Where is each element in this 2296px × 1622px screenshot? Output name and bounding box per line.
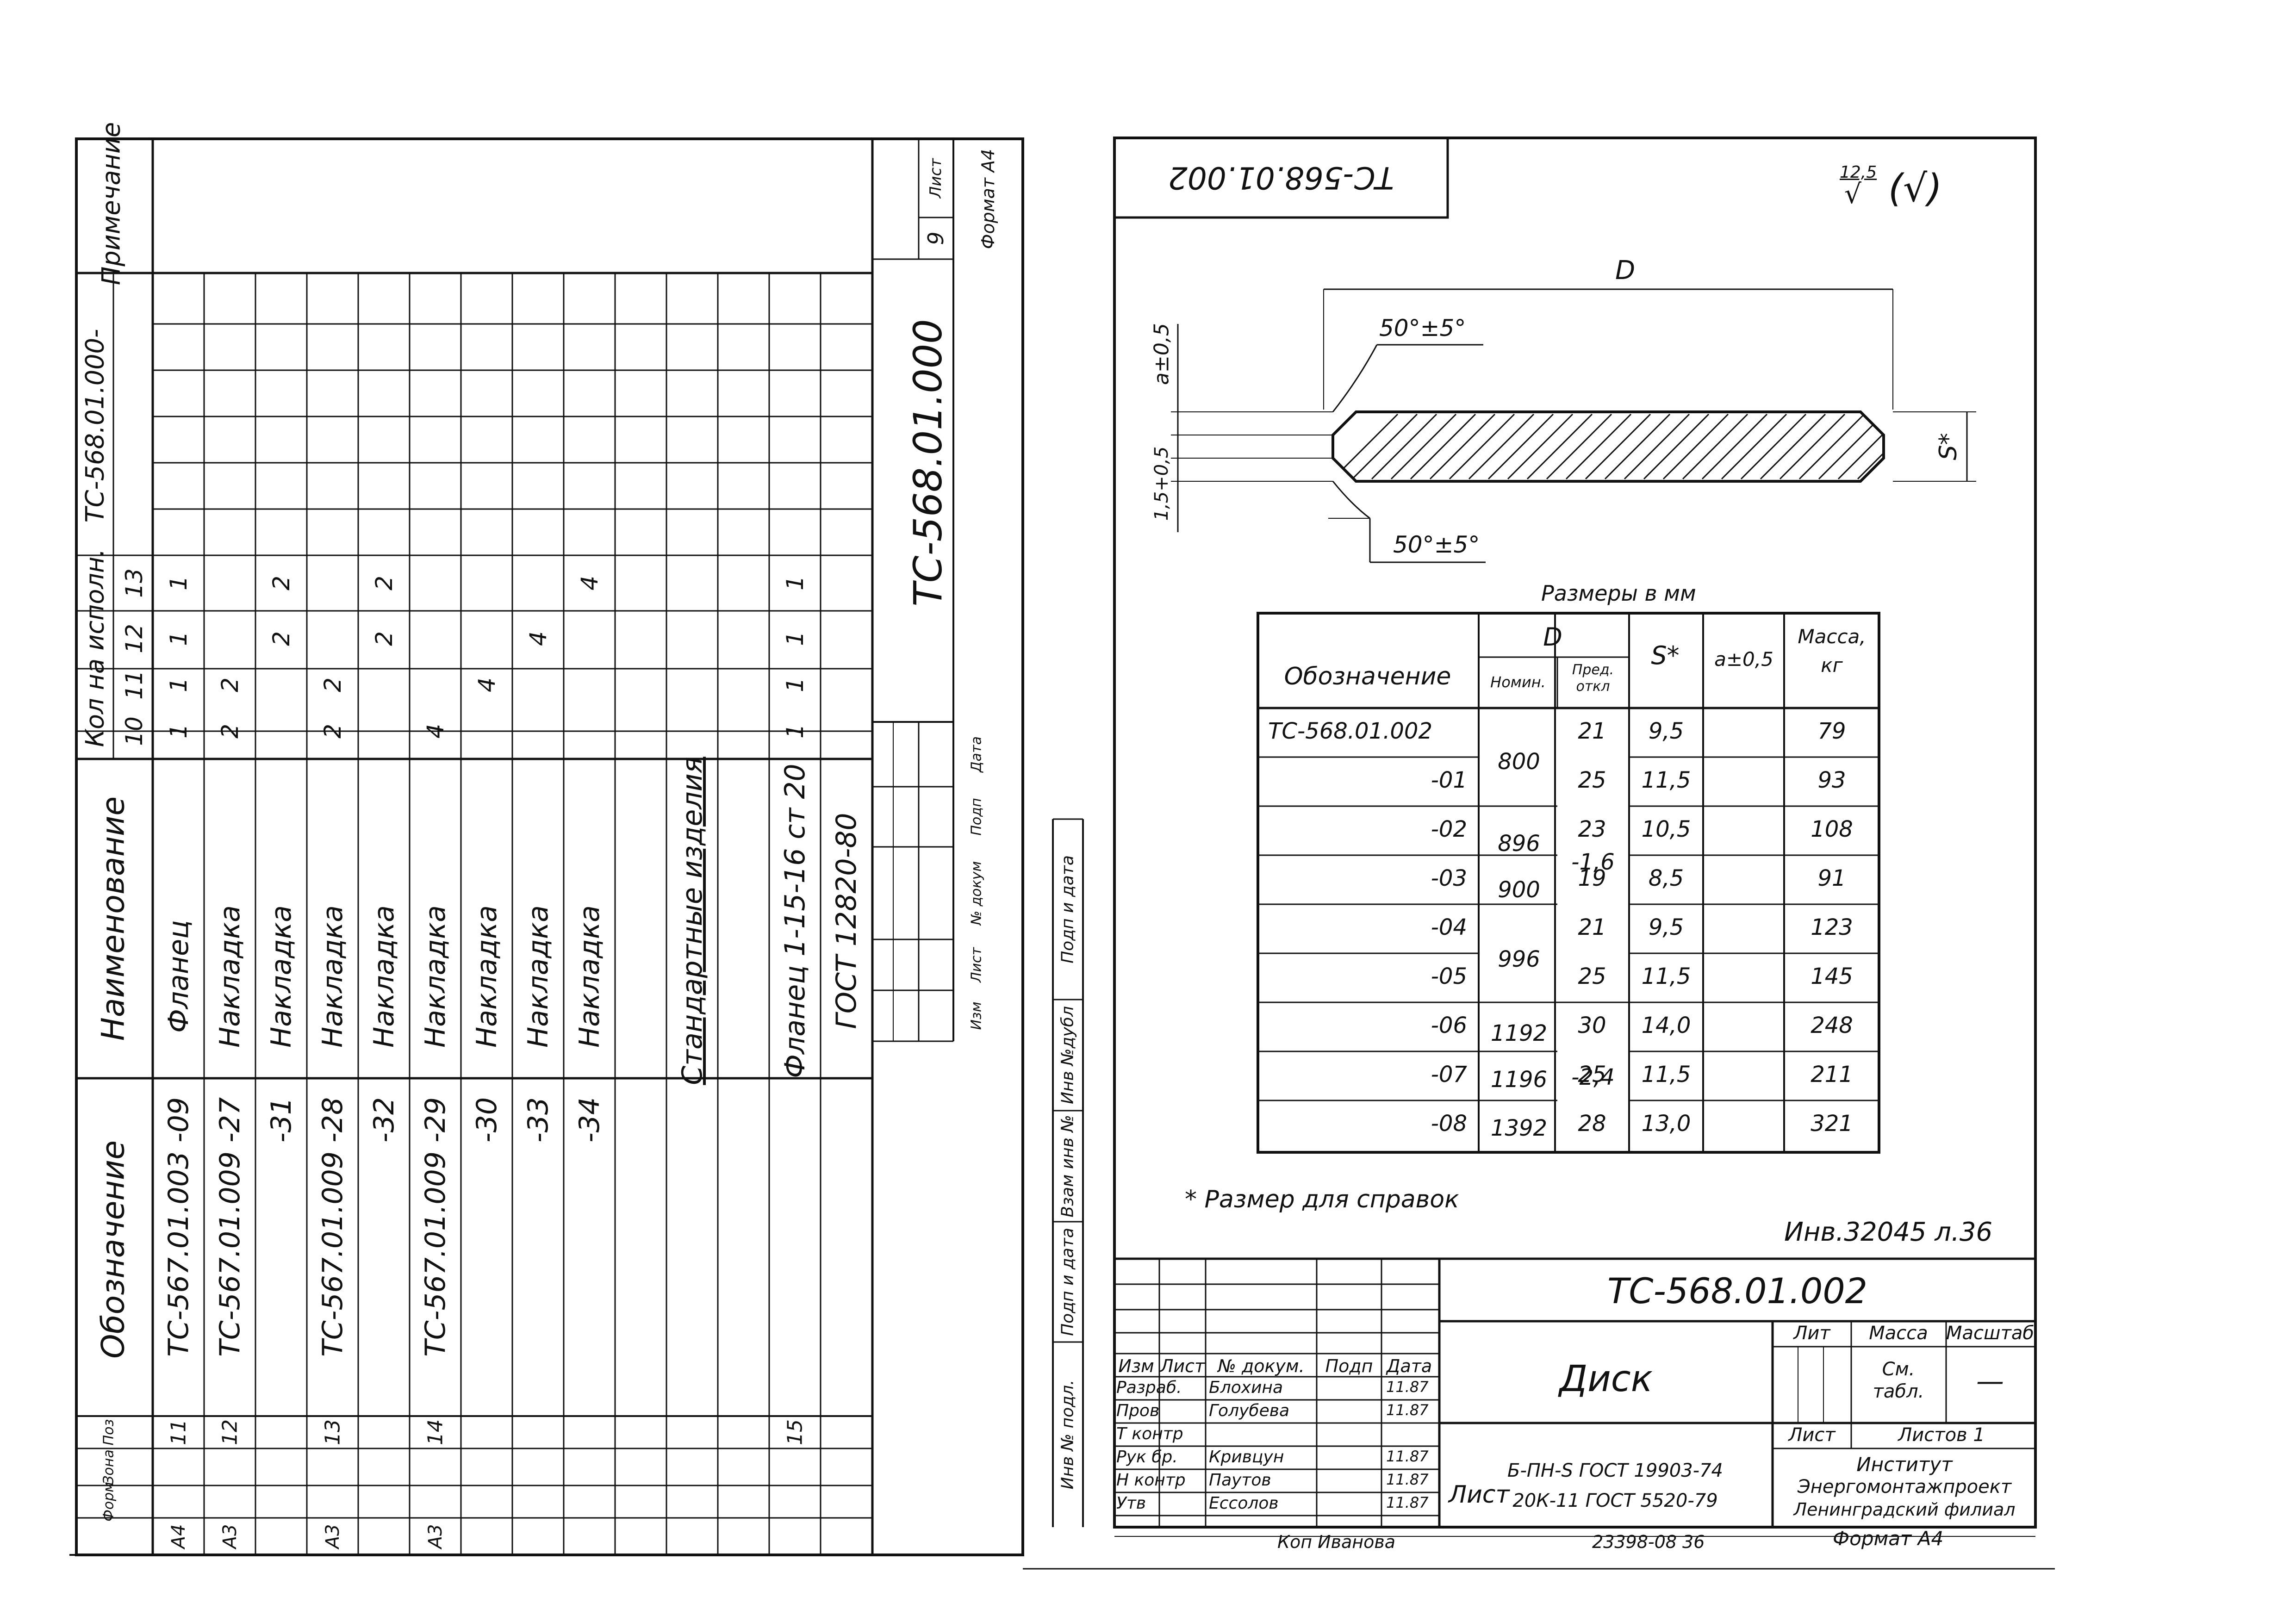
disk-section-view <box>1171 288 1976 563</box>
title-block <box>1114 1257 2035 1537</box>
part-drawing-sheet <box>1023 137 2055 1570</box>
specification-sheet <box>69 137 1024 1556</box>
drawing-frame <box>1113 137 2037 1529</box>
dimensions-table <box>1257 612 1880 1154</box>
